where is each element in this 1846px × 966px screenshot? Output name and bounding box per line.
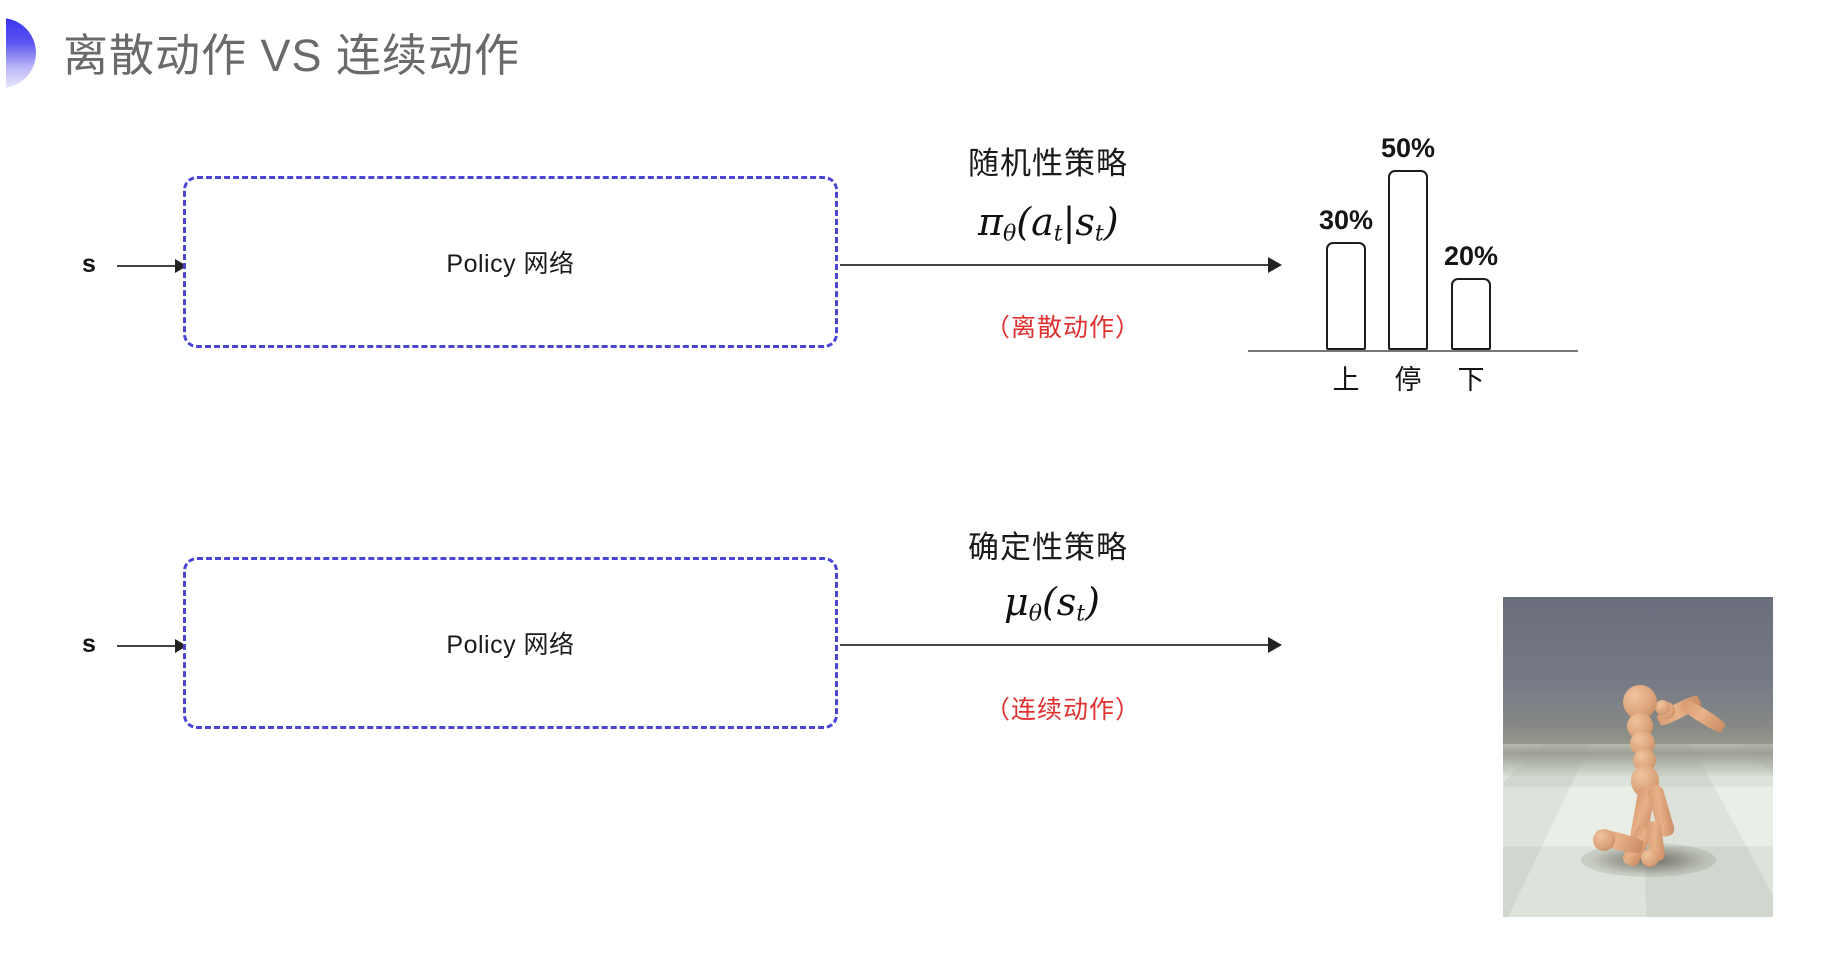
- bar-value-stop: 50%: [1380, 133, 1436, 163]
- bar-value-down: 20%: [1443, 241, 1499, 271]
- bar-down: [1451, 278, 1491, 350]
- policy-kind-label-discrete: 随机性策略: [968, 146, 1128, 181]
- bar-category-stop: 停: [1394, 365, 1422, 395]
- formula-theta-sub: θ: [1002, 221, 1017, 247]
- humanoid-left-ankle: [1593, 829, 1615, 851]
- formula-theta-sub-2: θ: [1028, 601, 1042, 627]
- bar-stop: [1388, 170, 1428, 350]
- arrow-policy-to-output-discrete: [840, 264, 1280, 266]
- right-edge-strip: [1840, 0, 1846, 966]
- formula-pi: π: [978, 200, 1003, 244]
- arrow-state-to-policy-discrete: [117, 265, 185, 267]
- page-title: 离散动作 VS 连续动作: [63, 30, 521, 81]
- action-probability-bar-chart: 30% 50% 20% 上 停 下: [1248, 130, 1598, 395]
- formula-t-sub-1: t: [1053, 221, 1063, 247]
- policy-formula-continuous: μθ(st): [1004, 580, 1100, 627]
- bar-value-up: 30%: [1318, 205, 1374, 235]
- humanoid-simulation-image: [1503, 597, 1773, 917]
- policy-network-label-discrete: Policy 网络: [446, 250, 575, 278]
- left-edge-strip: [0, 0, 6, 966]
- policy-formula-discrete: πθ(at|st): [978, 200, 1119, 247]
- policy-network-label-continuous: Policy 网络: [446, 631, 575, 659]
- formula-open-s: (s: [1041, 580, 1077, 624]
- formula-close-paren-2: ): [1085, 580, 1100, 624]
- bar-category-up: 上: [1332, 365, 1360, 395]
- policy-network-box-discrete[interactable]: Policy 网络: [183, 176, 838, 348]
- arrow-policy-to-output-continuous: [840, 644, 1280, 646]
- input-state-label-continuous: s: [82, 630, 96, 658]
- formula-bar-s: |s: [1062, 200, 1095, 244]
- humanoid-right-foot: [1641, 849, 1659, 867]
- formula-t-sub-2: t: [1094, 221, 1104, 247]
- bar-category-down: 下: [1457, 365, 1485, 395]
- arrow-state-to-policy-continuous: [117, 645, 185, 647]
- input-state-label-discrete: s: [82, 250, 96, 278]
- chart-x-axis: [1248, 350, 1578, 352]
- policy-note-discrete: （离散动作）: [985, 314, 1142, 342]
- policy-note-continuous: （连续动作）: [985, 696, 1142, 724]
- formula-close-paren: ): [1103, 200, 1119, 244]
- humanoid-hand-joint: [1655, 700, 1670, 715]
- formula-mu: μ: [1004, 580, 1029, 624]
- policy-kind-label-continuous: 确定性策略: [968, 530, 1128, 565]
- formula-t-sub-3: t: [1076, 601, 1086, 627]
- bar-up: [1326, 242, 1366, 350]
- formula-open-a: (a: [1016, 200, 1054, 244]
- policy-network-box-continuous[interactable]: Policy 网络: [183, 557, 838, 729]
